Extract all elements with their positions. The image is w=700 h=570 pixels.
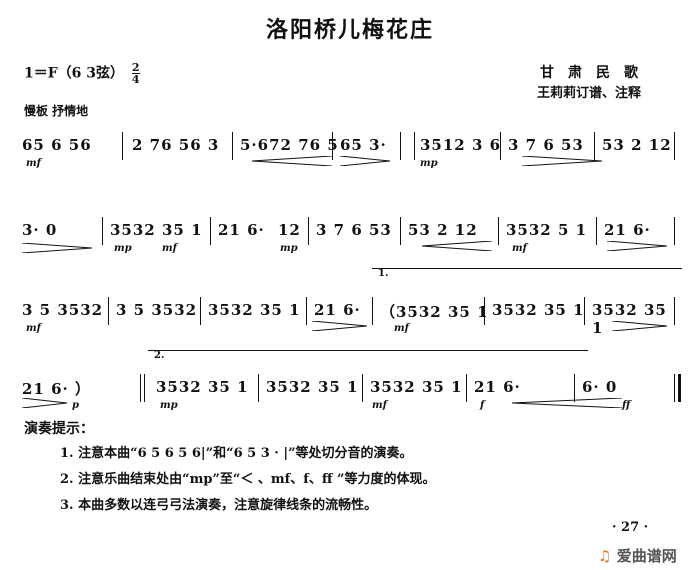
genre-attribution: 甘肃民歌 (540, 65, 652, 81)
key-signature: 1＝F（6 3弦） 2 4 (24, 61, 140, 86)
measure: 5·672 76 5 (240, 136, 339, 154)
dynamic-mark: f (480, 400, 485, 411)
volta-bracket (372, 268, 682, 269)
measure: 3532 35 1 (110, 221, 203, 239)
music-note-icon: ♫ (598, 547, 612, 565)
decrescendo-mark (22, 243, 92, 253)
crescendo-mark (512, 398, 622, 408)
measure: 21 6· (604, 221, 651, 239)
dynamic-mark: mf (372, 400, 387, 411)
decrescendo-mark (522, 156, 602, 166)
measure: 3 7 6 53 (508, 136, 584, 154)
tempo-marking: 慢板 抒情地 (24, 104, 89, 118)
decrescendo-mark (607, 241, 667, 251)
dynamic-mark: mp (280, 243, 298, 254)
measure: 3532 35 1 (492, 301, 585, 319)
measure: 21 6· (314, 301, 361, 319)
staff-row-3: 3 5 3532 3 5 3532 3532 35 1 21 6· （3532 … (22, 285, 682, 337)
measure: 65 6 56 (22, 136, 92, 154)
measure: 21 6· (474, 378, 521, 396)
dynamic-mark: p (72, 400, 79, 411)
volta-bracket (148, 350, 588, 351)
tip-item: 1. 注意本曲“6 5 6 5 6|”和“6 5 3 · |”等处切分音的演奏。 (60, 446, 413, 461)
measure: （3532 35 1 (380, 303, 489, 321)
measure: 21 6· ） (22, 380, 91, 398)
measure: 2 76 56 3 (132, 136, 220, 154)
measure: 3532 35 1 (266, 378, 359, 396)
measure: 21 6· (218, 221, 265, 239)
measure: 53 2 12 (602, 136, 672, 154)
measure: 3532 35 1 (208, 301, 301, 319)
dynamic-mark: ff (622, 400, 631, 411)
score-title: 洛阳桥儿梅花庄 (265, 17, 434, 43)
staff-row-2: 3· 0 3532 35 1 21 6· 12 3 7 6 53 53 2 12… (22, 205, 682, 255)
dynamic-mark: mf (162, 243, 177, 254)
measure: 65 3· (340, 136, 387, 154)
dynamic-mark: mf (26, 323, 41, 334)
dynamic-mark: mf (512, 243, 527, 254)
measure: 3 5 3532 (116, 301, 198, 319)
time-signature: 2 4 (131, 61, 140, 86)
measure: 3 7 6 53 (316, 221, 392, 239)
decrescendo-mark (340, 156, 390, 166)
measure: 3512 3 6 (420, 136, 502, 154)
editor-attribution: 王莉莉订谱、注释 (537, 86, 642, 101)
dynamic-mark: mf (394, 323, 409, 334)
page-number: · 27 · (612, 520, 649, 535)
tips-heading: 演奏提示： (24, 421, 94, 437)
tip-item: 3. 本曲多数以连弓弓法演奏，注意旋律线条的流畅性。 (60, 498, 378, 513)
dynamic-mark: mp (420, 158, 438, 169)
measure: 3532 35 1 (156, 378, 249, 396)
decrescendo-mark (312, 321, 367, 331)
measure: 3· 0 (22, 221, 58, 239)
volta-label: 1. (378, 268, 389, 279)
watermark: ♫ 爱曲谱网 (598, 547, 677, 565)
measure: 3532 35 1 (592, 301, 667, 337)
measure: 3 5 3532 (22, 301, 104, 319)
measure: 6· 0 (582, 378, 618, 396)
volta-label: 2. (154, 350, 165, 361)
staff-row-4: 21 6· ） 3532 35 1 3532 35 1 3532 35 1 21… (22, 362, 682, 412)
measure: 3532 5 1 (506, 221, 588, 239)
dynamic-mark: mp (160, 400, 178, 411)
crescendo-mark (252, 156, 332, 166)
dynamic-mark: mp (114, 243, 132, 254)
measure: 53 2 12 (408, 221, 478, 239)
crescendo-mark (422, 241, 492, 251)
decrescendo-mark (22, 398, 67, 408)
measure: 3532 35 1 (370, 378, 463, 396)
tip-item: 2. 注意乐曲结束处由“mp”至“＜ 、mf、f、ff ”等力度的体现。 (60, 472, 436, 487)
staff-row-1: 65 6 56 2 76 56 3 5·672 76 5 65 3· 3512 … (22, 120, 682, 170)
measure: 12 (278, 221, 301, 239)
decrescendo-mark (612, 321, 667, 331)
dynamic-mark: mf (26, 158, 41, 169)
